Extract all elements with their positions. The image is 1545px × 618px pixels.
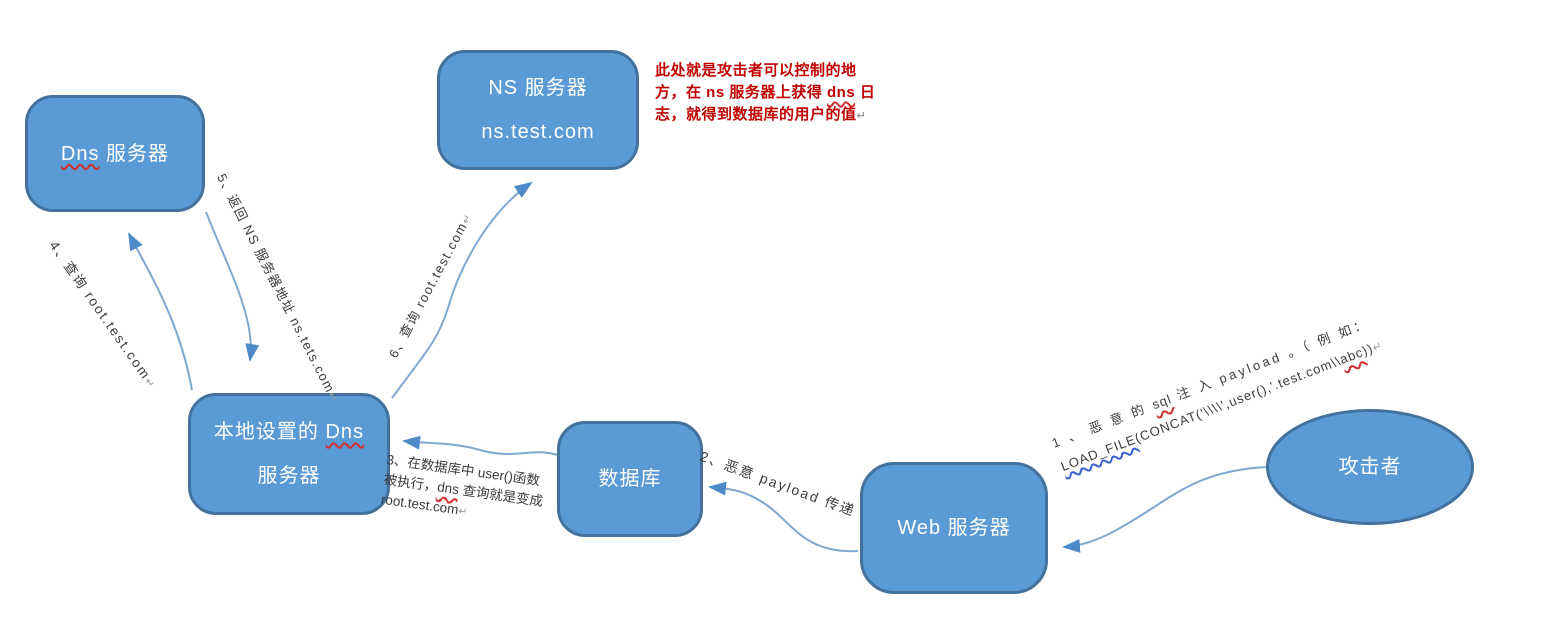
connector-step1-attacker-to-web: [1062, 466, 1268, 553]
node-database-label: 数据库: [598, 468, 662, 490]
node-attacker: 攻击者: [1266, 409, 1474, 525]
node-dns-server: Dns 服务器: [25, 95, 205, 212]
node-local-dns-line1: 本地设置的 Dns: [213, 421, 365, 443]
node-attacker-label: 攻击者: [1338, 456, 1402, 478]
node-web-server: Web 服务器: [860, 462, 1048, 594]
node-local-dns-server: 本地设置的 Dns 服务器: [188, 393, 390, 515]
node-ns-server: NS 服务器 ns.test.com: [437, 50, 639, 170]
node-dns-server-label: Dns 服务器: [60, 142, 170, 165]
connector-step4-query-root: [128, 232, 193, 391]
node-database: 数据库: [557, 421, 703, 537]
connector-step6-query-ns-server: [391, 181, 533, 399]
node-local-dns-line2: 服务器: [257, 465, 321, 487]
node-ns-server-title: NS 服务器: [488, 77, 588, 99]
connector-step2-web-to-db: [708, 481, 859, 553]
connector-step5-return-ns: [205, 211, 260, 362]
node-ns-server-domain: ns.test.com: [481, 121, 595, 143]
attacker-control-annotation: 此处就是攻击者可以控制的地 方，在 ns 服务器上获得 dns 日 志，就得到数…: [655, 62, 876, 123]
node-web-server-label: Web 服务器: [897, 517, 1011, 539]
connector-step3-db-to-localdns: [402, 435, 559, 456]
